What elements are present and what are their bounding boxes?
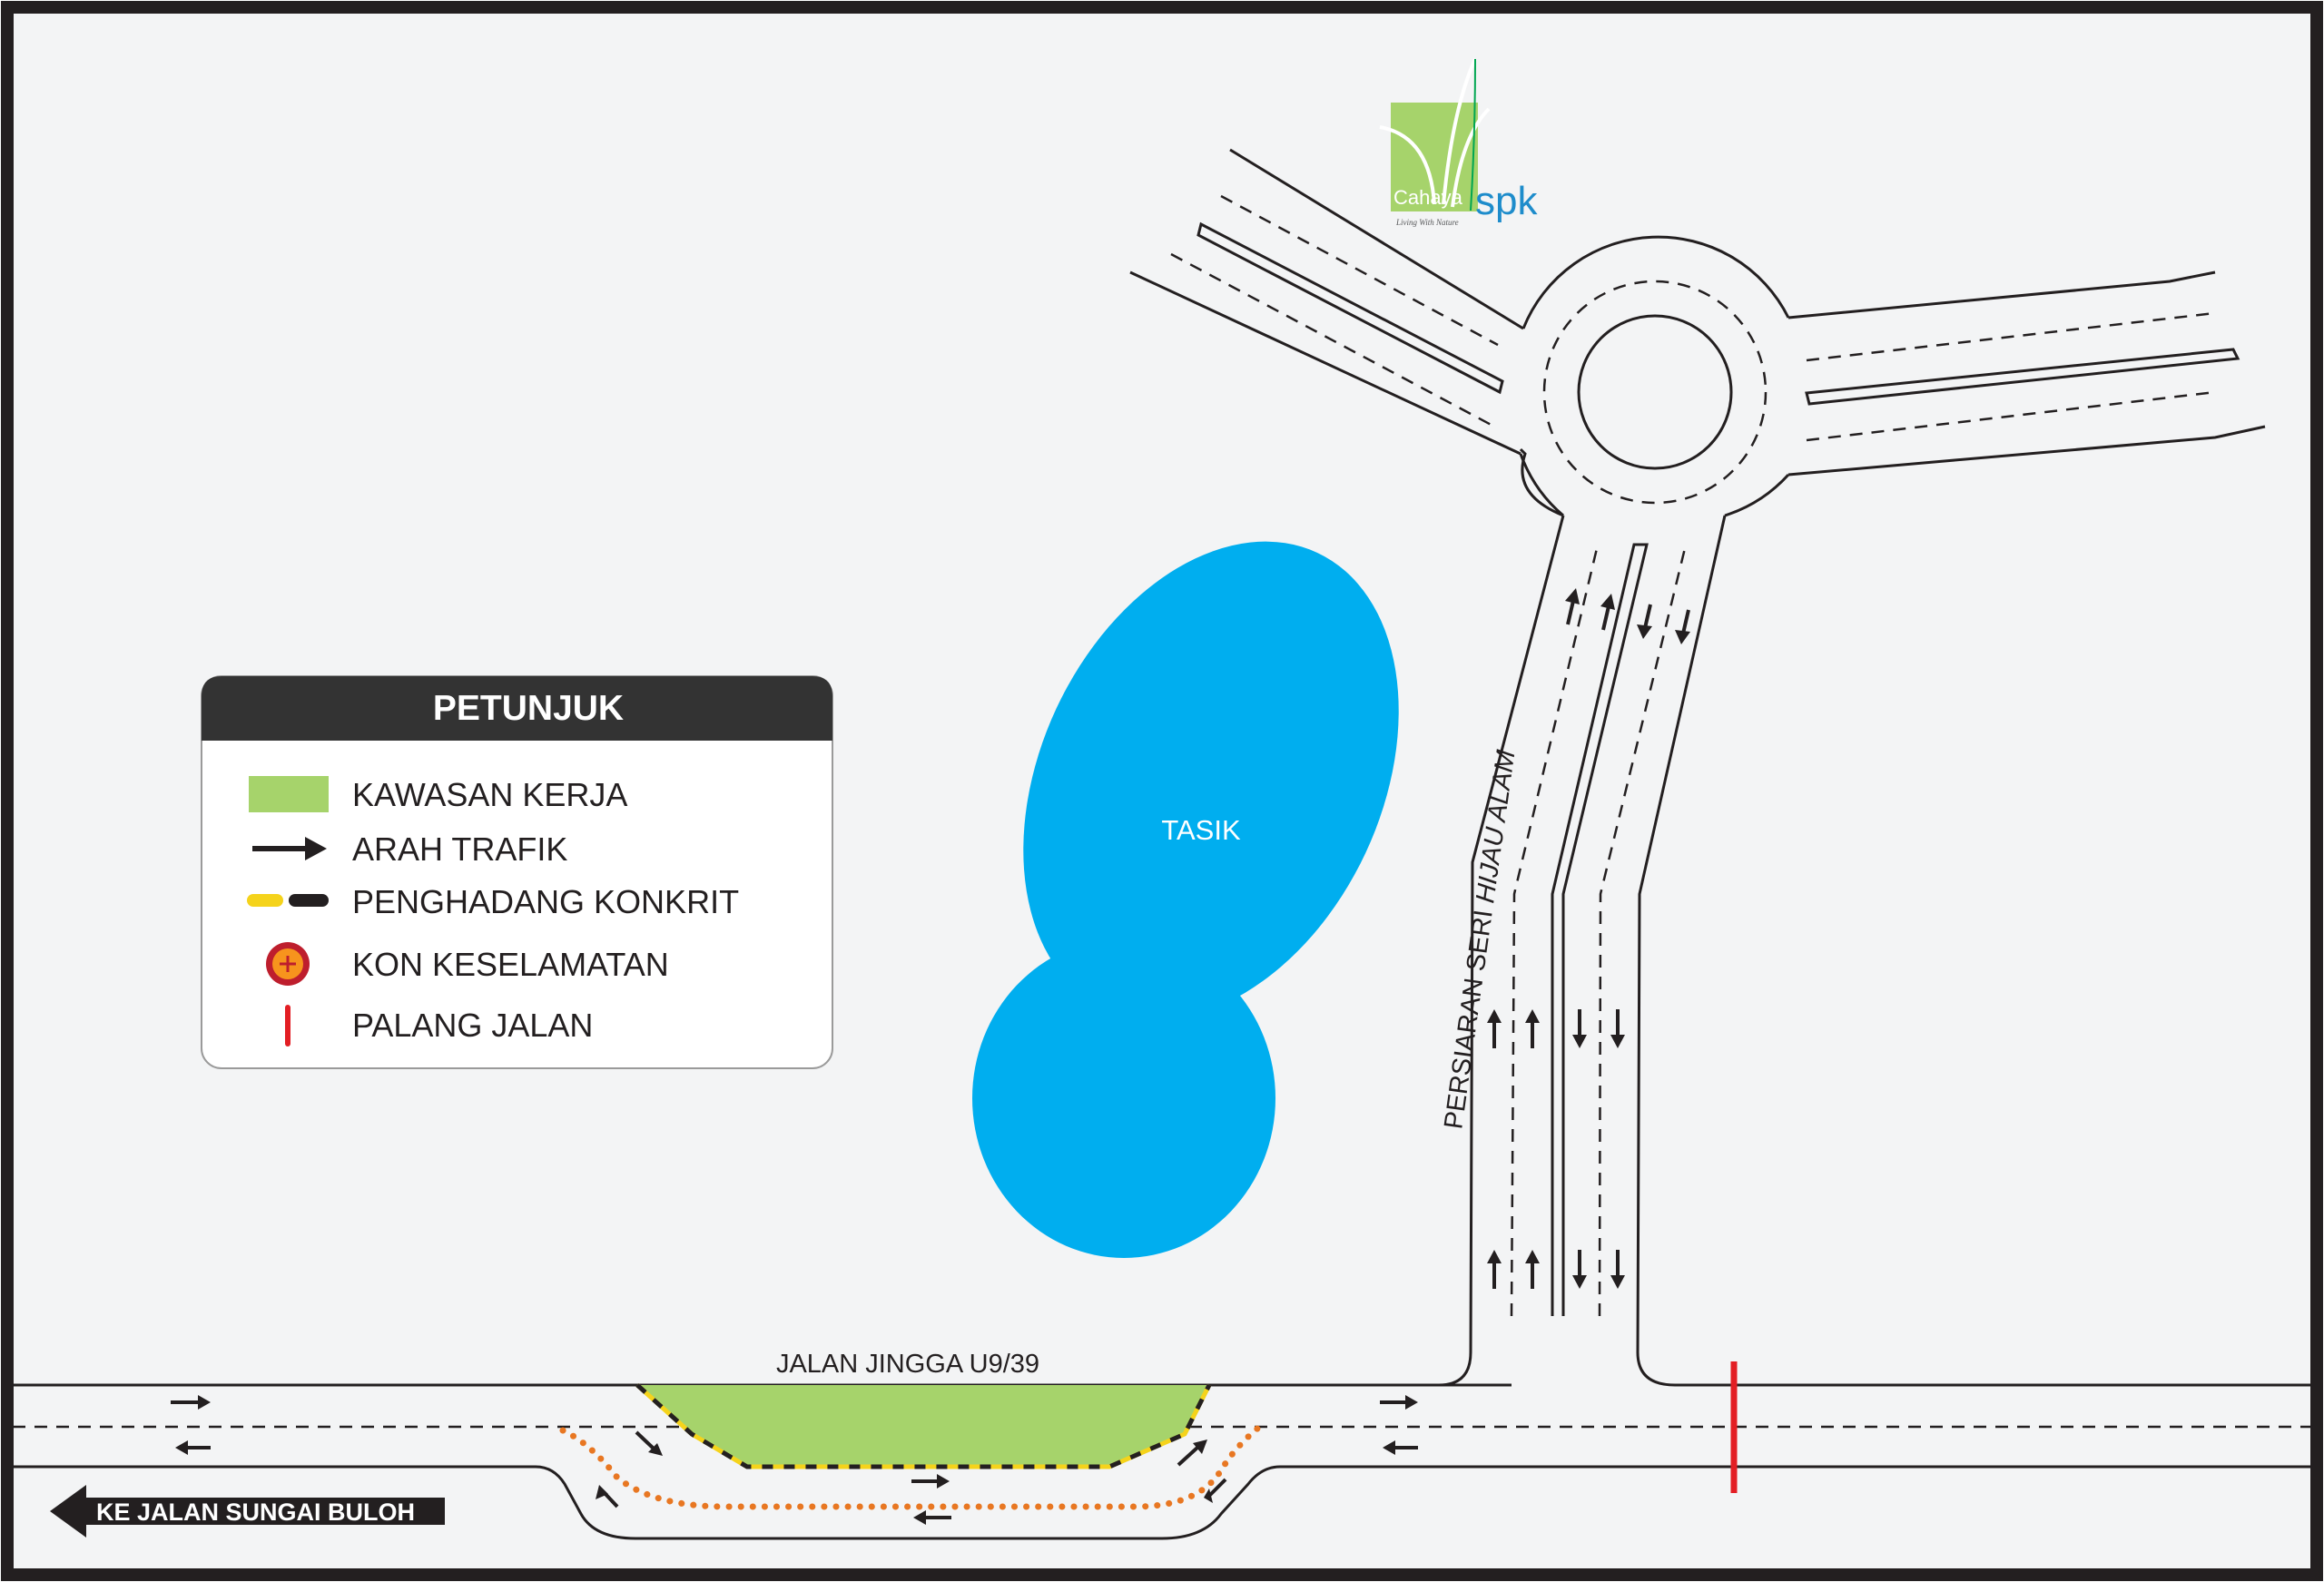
direction-sign: KE JALAN SUNGAI BULOH [50,1485,445,1538]
legend-header [202,676,832,741]
left-arrow-icon [50,1485,445,1538]
concrete-barrier-icon [247,894,329,907]
traffic-arrows [171,588,1690,1525]
legend-label-work-area: KAWASAN KERJA [352,776,627,813]
traffic-arrow-icon [252,837,327,860]
logo-tagline: Living With Nature [1395,218,1459,227]
main-road-label: JALAN JINGGA U9/39 [776,1350,1039,1379]
leaf-icon [1379,58,1491,208]
traffic-arrow-icon [171,1395,1418,1525]
logo-brand-suffix: spk [1475,179,1538,223]
logo-brand: Cahaya [1393,186,1463,209]
legend-title: PETUNJUK [433,689,624,728]
lake-label: TASIK [1161,814,1241,846]
legend-label-road-block: PALANG JALAN [352,1007,593,1044]
legend-label-safety-cone: KON KESELAMATAN [352,946,669,983]
legend: PETUNJUK KAWASAN KERJA ARAH TRAFIK PENGH… [201,675,833,1069]
lake [972,541,1399,1258]
legend-label-concrete-barrier: PENGHADANG KONKRIT [352,883,739,920]
traffic-arrow-icon-vertical [1487,588,1690,1289]
brand-logo: Cahaya spk Living With Nature [1379,58,1538,227]
safety-cone-line [559,1425,1261,1510]
direction-sign-label: KE JALAN SUNGAI BULOH [96,1498,415,1526]
road-network [13,148,2317,1540]
safety-cone-icon [266,942,310,986]
legend-label-traffic-direction: ARAH TRAFIK [352,830,567,868]
work-area-zone [637,1385,1209,1467]
lane-markings [13,194,2317,1429]
concrete-barrier-line-dash [635,1383,1212,1469]
work-area-swatch [249,776,329,812]
